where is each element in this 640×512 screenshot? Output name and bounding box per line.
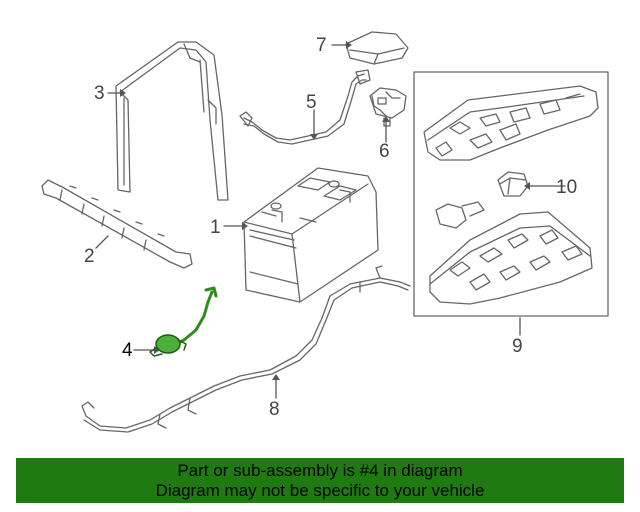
part-1-battery (243, 167, 379, 303)
leader-lines (95, 44, 566, 399)
banner-part-line: Part or sub-assembly is #4 in diagram (177, 461, 463, 480)
part-10-relay (497, 171, 529, 197)
part-info-banner: Part or sub-assembly is #4 in diagram Di… (16, 458, 624, 503)
parts-diagram (41, 31, 609, 433)
banner-disclaimer-line: Diagram may not be specific to your vehi… (155, 481, 485, 500)
leader-arrowheads (120, 41, 530, 380)
part-3-hold-down-frame (115, 41, 229, 201)
part-9-fuse-box-base (429, 201, 593, 305)
part-7-terminal-cover (345, 31, 409, 65)
callout-3: 3 (94, 83, 105, 104)
callout-7: 7 (316, 35, 327, 56)
callout-4: 4 (122, 340, 133, 361)
part-9-fuse-module (423, 85, 599, 161)
callout-2: 2 (84, 246, 95, 267)
callout-6: 6 (379, 141, 390, 162)
part-4-ground-cable (149, 286, 218, 357)
callout-10: 10 (556, 177, 578, 198)
callout-5: 5 (306, 92, 317, 113)
callout-8: 8 (269, 399, 280, 420)
callout-1: 1 (210, 217, 221, 238)
part-8-wiring-harness (81, 265, 411, 433)
callout-9: 9 (512, 336, 523, 357)
part-5-battery-cable (239, 69, 371, 145)
part-6-terminal (369, 87, 407, 127)
part-9-fuse-box-frame (413, 71, 609, 317)
part-2-battery-bracket (41, 179, 193, 269)
